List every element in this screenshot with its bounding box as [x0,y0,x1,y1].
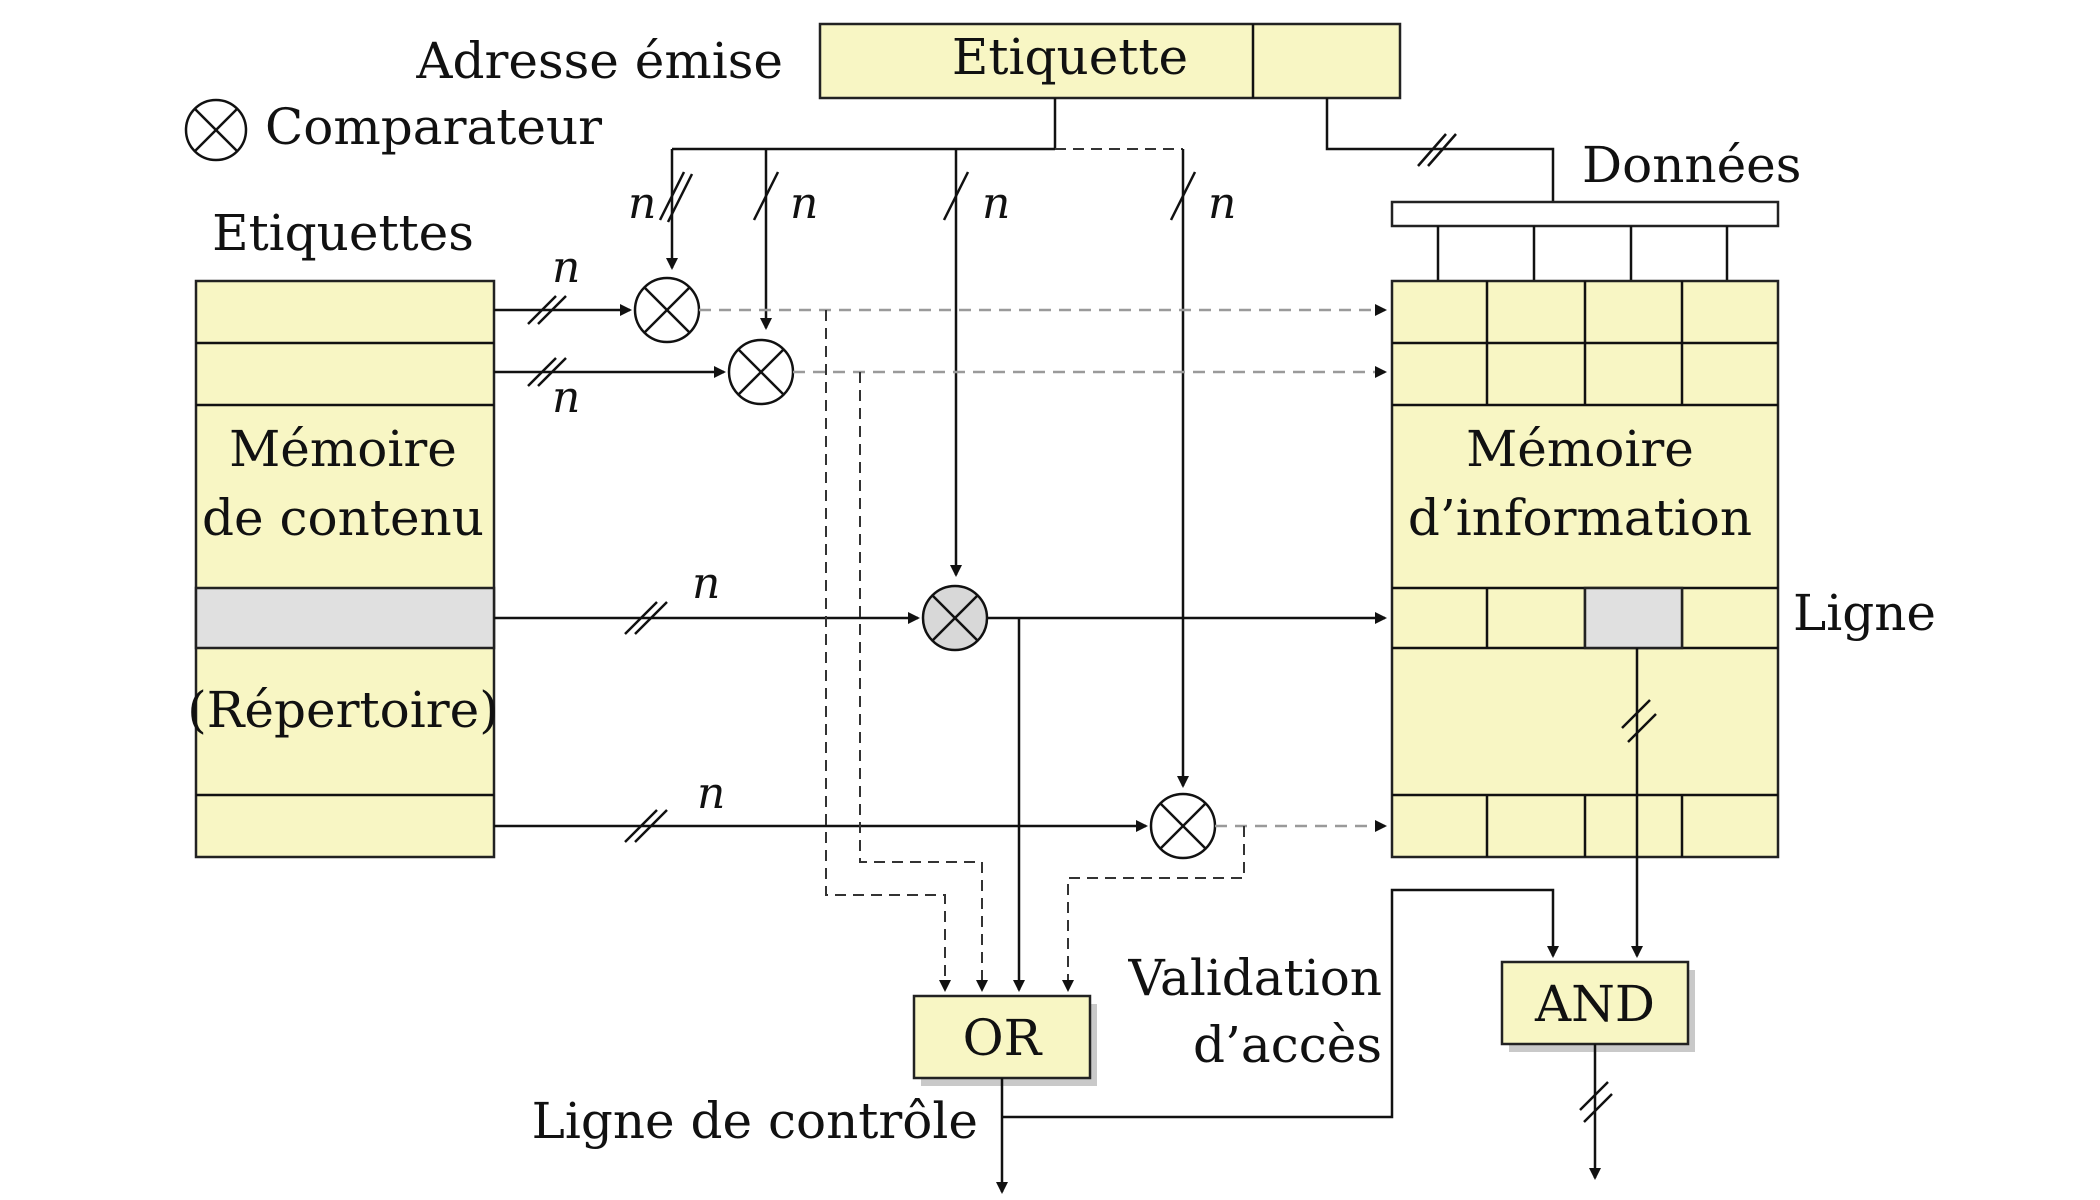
bus-width-label: n [982,178,1010,229]
comparator-hit-icon [921,584,989,652]
comparator-1-icon [633,276,701,344]
tag-bus [658,98,1197,788]
bus-width-label: n [790,178,818,229]
address-register [818,22,1402,100]
content-memory [194,279,496,859]
donnees-label: Données [1582,136,1801,194]
and-output-line [1579,1044,1613,1180]
or-gate-label: OR [963,1009,1043,1067]
data-bus [1325,98,1555,202]
data-word-bar [1390,200,1780,281]
bus-width-label: n [552,372,580,423]
validation-acces-label: d’accès [1193,1016,1382,1074]
bus-width-label: n [552,242,580,293]
etiquettes-label: Etiquettes [212,204,474,262]
comparator-2-icon [727,338,795,406]
and-gate-label: AND [1534,975,1655,1033]
bus-width-label: n [692,558,720,609]
bus-width-label: n [697,768,725,819]
comparator-4-icon [1149,792,1217,860]
validation-acces-label: Validation [1127,949,1382,1007]
comparateur-legend-label: Comparateur [265,98,602,156]
comparator-legend-icon [184,98,248,162]
bus-width-label: n [628,178,656,229]
directory-tag-lines [494,295,1148,843]
bus-width-label: n [1208,178,1236,229]
information-memory [1390,279,1780,859]
ligne-controle-label: Ligne de contrôle [532,1092,978,1150]
memoire-information-label: d’information [1408,489,1752,547]
ligne-label: Ligne [1793,584,1936,642]
comparator-outputs [699,304,1387,832]
etiquette-field-label: Etiquette [952,28,1188,86]
or-inputs [825,310,1245,992]
selected-word-line [1621,648,1657,958]
memoire-contenu-label: Mémoire [229,420,457,478]
memoire-information-label: Mémoire [1466,420,1694,478]
or-gate [912,994,1097,1086]
adresse-emise-label: Adresse émise [415,32,783,90]
and-gate [1500,960,1695,1052]
control-line [996,888,1559,1194]
repertoire-label: (Répertoire) [187,681,498,739]
memoire-contenu-label: de contenu [202,489,484,547]
